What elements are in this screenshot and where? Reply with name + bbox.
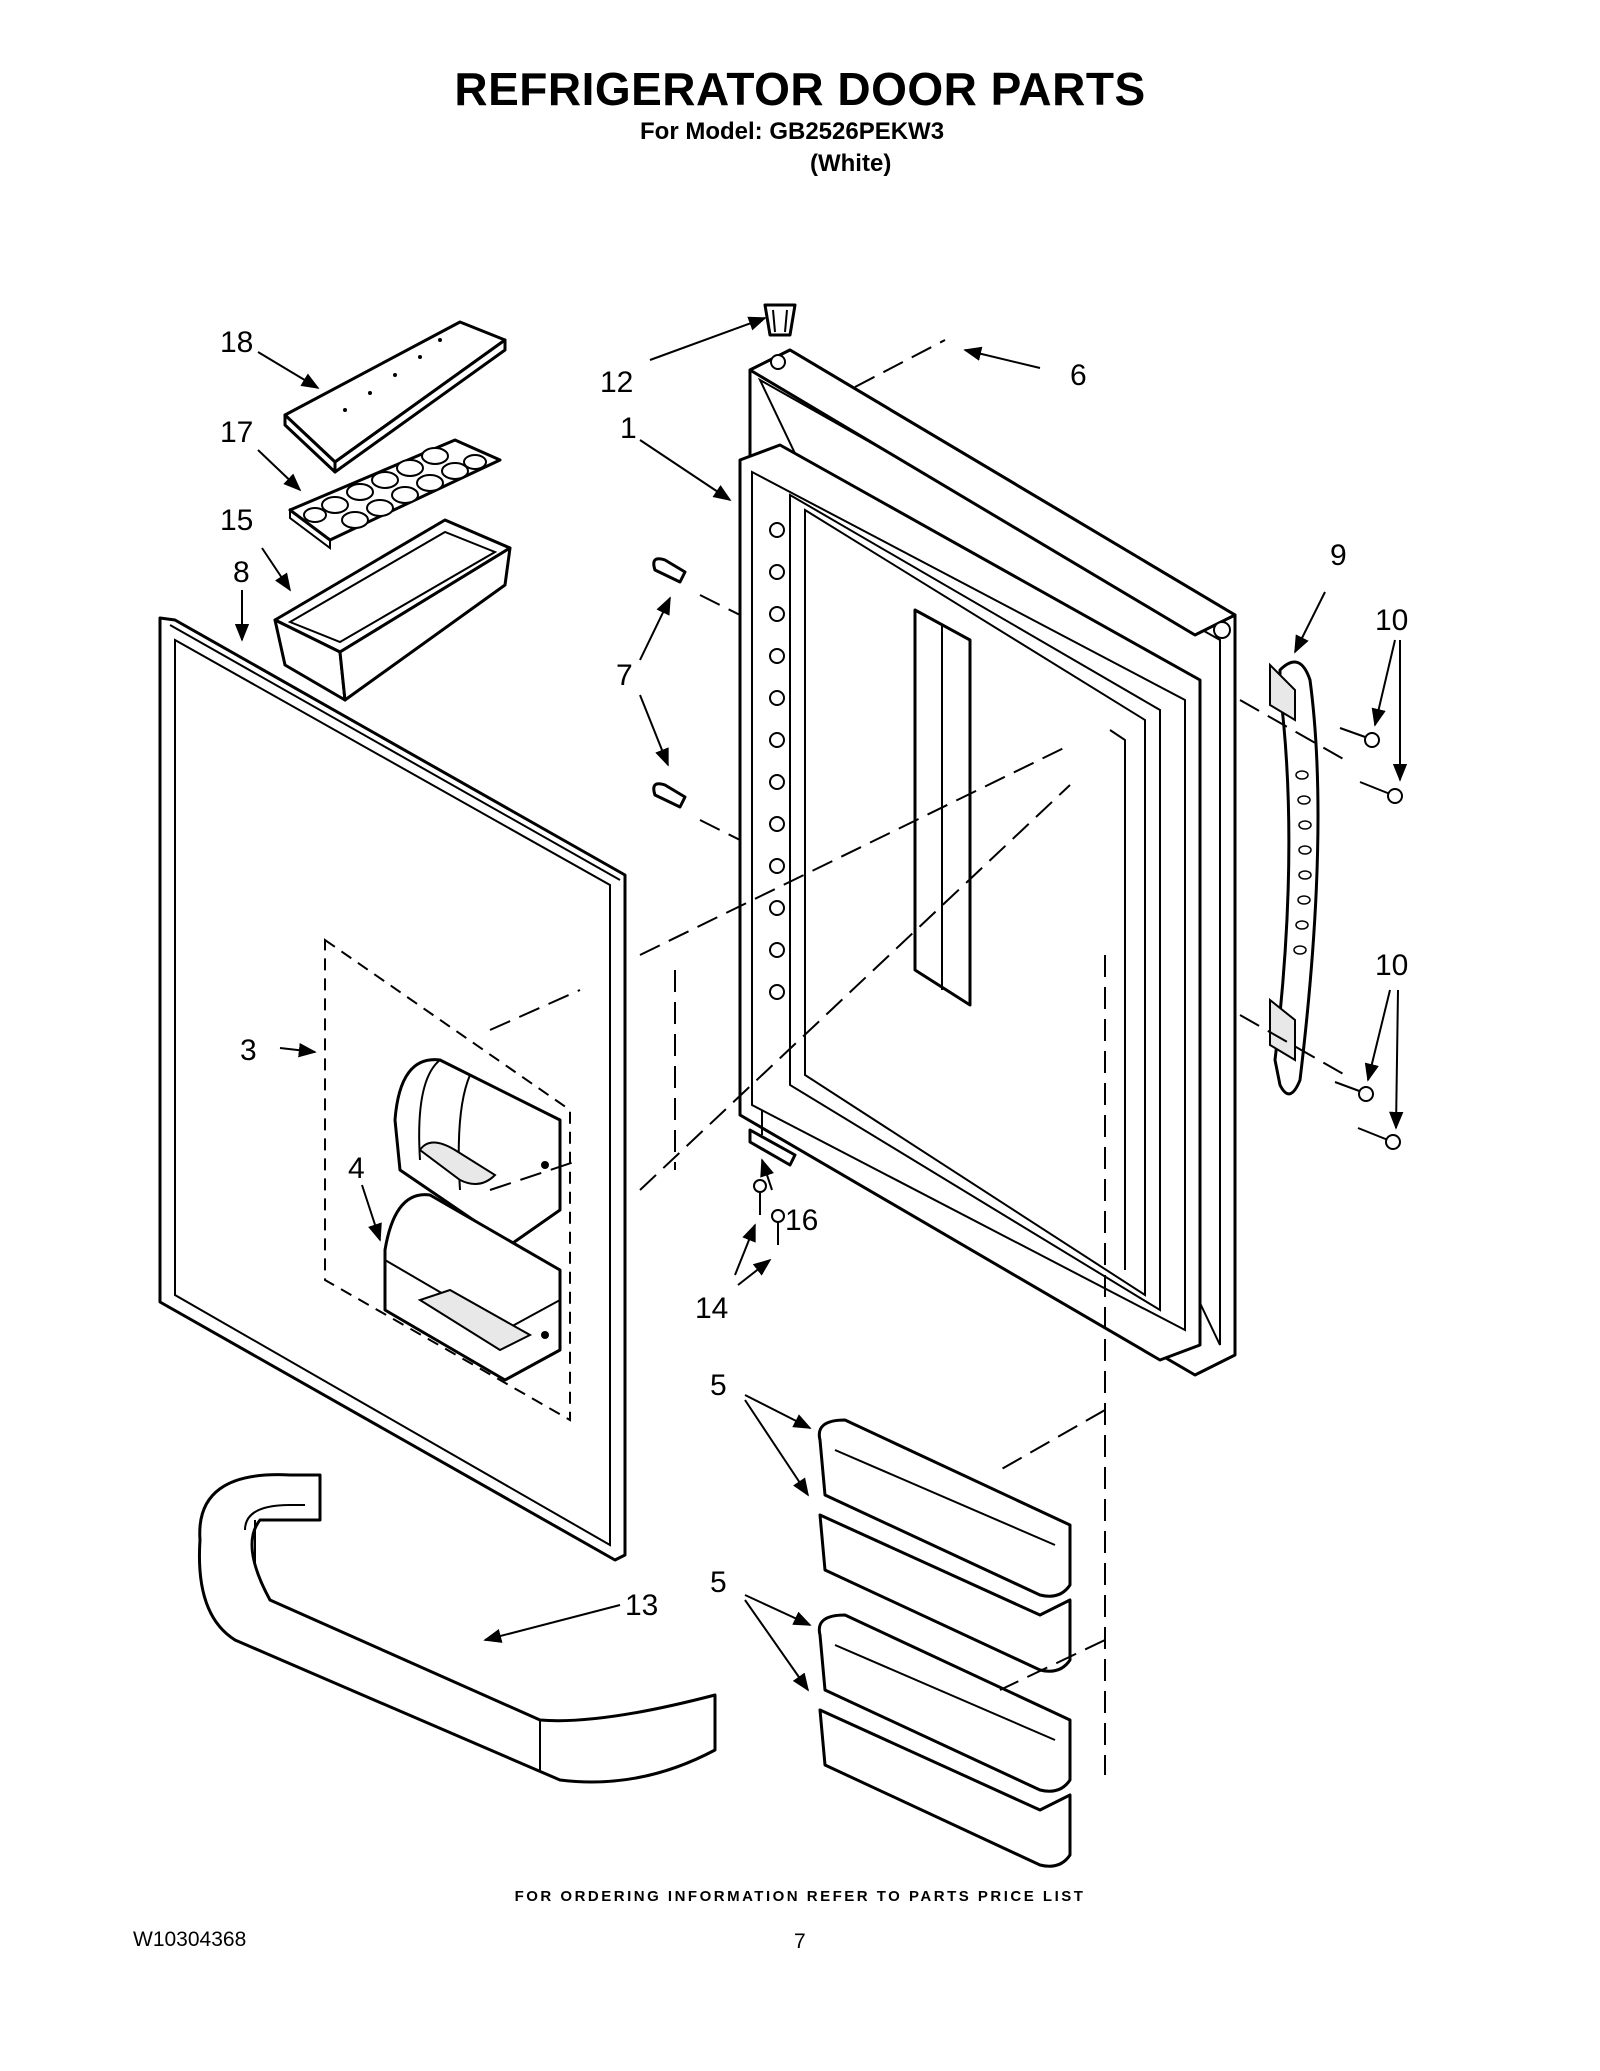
callout-8: 8 <box>233 556 250 589</box>
callout-18: 18 <box>220 326 253 359</box>
page-title: REFRIGERATOR DOOR PARTS <box>454 63 1146 115</box>
part-7-plugs <box>652 557 687 809</box>
callout-7: 7 <box>616 659 633 692</box>
part-3-dispenser-cover <box>393 1058 562 1247</box>
callout-17: 17 <box>220 416 253 449</box>
part-12-hinge-cap <box>763 303 797 337</box>
model-number: For Model: GB2526PEKW3 <box>640 118 945 145</box>
callout-14: 14 <box>695 1292 728 1325</box>
ordering-note: FOR ORDERING INFORMATION REFER TO PARTS … <box>514 1888 1086 1905</box>
alignment-lines <box>489 339 1346 1775</box>
callout-12: 12 <box>600 366 633 399</box>
callout-13: 13 <box>625 1589 658 1622</box>
callout-15: 15 <box>220 504 253 537</box>
page-number: 7 <box>794 1930 806 1953</box>
part-10-screws <box>1334 727 1403 1150</box>
callout-1: 1 <box>620 412 637 445</box>
parts-3-4-group-outline <box>324 938 571 1422</box>
callout-10-bottom: 10 <box>1375 949 1408 982</box>
callout-leaders <box>234 316 1408 1692</box>
document-number: W10304368 <box>133 1928 247 1951</box>
part-5-door-bins <box>817 1418 1072 1868</box>
part-9-door-handle <box>1269 660 1320 1096</box>
part-17-egg-tray <box>288 438 502 550</box>
callout-9: 9 <box>1330 539 1347 572</box>
callout-5-top: 5 <box>710 1369 727 1402</box>
part-13-door-bin <box>197 1473 717 1784</box>
callout-3: 3 <box>240 1034 257 1067</box>
part-14-16-hinge-screws <box>748 1110 797 1245</box>
part-8-door-liner <box>158 616 627 1562</box>
part-18-shelf-cover <box>283 320 507 474</box>
model-color: (White) <box>810 150 892 177</box>
callout-6: 6 <box>1070 359 1087 392</box>
callout-16: 16 <box>785 1204 818 1237</box>
callout-4: 4 <box>348 1152 365 1185</box>
callout-10-top: 10 <box>1375 604 1408 637</box>
part-4-lower-cover <box>383 1193 562 1382</box>
part-15-dairy-bin <box>273 518 512 702</box>
callout-labels: 18 17 15 8 12 1 6 7 9 10 10 3 4 16 14 5 … <box>220 326 1408 1622</box>
callout-5-bottom: 5 <box>710 1566 727 1599</box>
